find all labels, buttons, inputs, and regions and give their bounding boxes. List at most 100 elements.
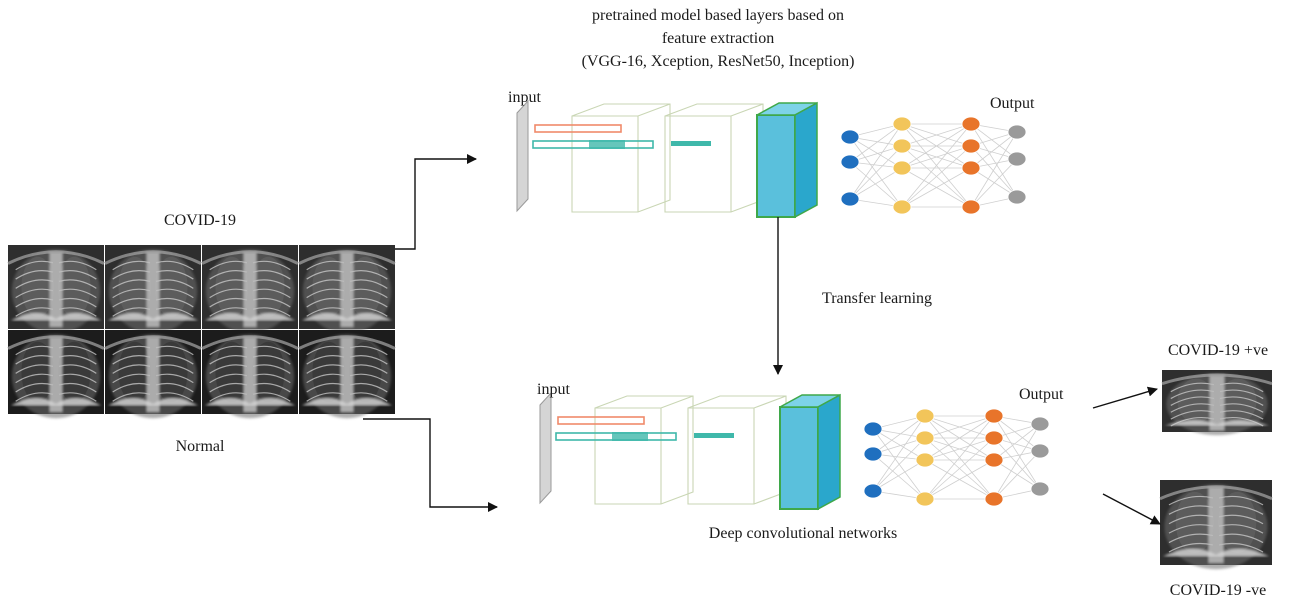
deep-conv-caption: Deep convolutional networks (709, 525, 897, 542)
xray-thumbnail (104, 245, 202, 334)
title-line-2: feature extraction (662, 30, 774, 47)
connection-edge (872, 437, 926, 492)
connection-edge (849, 145, 903, 200)
connection-edge (970, 131, 1018, 169)
connection-edge (872, 459, 926, 492)
negative-xray-image (1159, 480, 1273, 570)
xray-thumbnail (104, 330, 202, 419)
input-layer (516, 99, 529, 213)
connection-edge (970, 145, 1018, 198)
connection-edge (993, 437, 1041, 490)
bottom-input-label: input (537, 381, 570, 398)
network-node (863, 483, 883, 499)
network-node (892, 116, 912, 132)
xray-thumbnail (7, 330, 105, 419)
conv-block (664, 103, 764, 213)
title-line-3: (VGG-16, Xception, ResNet50, Inception) (582, 53, 855, 70)
connection-edge (993, 423, 1041, 500)
network-node (984, 408, 1004, 424)
connection-edge (924, 459, 995, 500)
connection-edge (993, 415, 1041, 452)
filter-patch (671, 141, 711, 146)
filter-strip (534, 124, 622, 133)
filter-patch (589, 140, 625, 149)
connection-edge (872, 428, 926, 461)
connection-edge (901, 123, 972, 208)
connection-edge (970, 131, 1018, 208)
connection-edge (970, 123, 1018, 160)
xray-thumbnail (201, 330, 299, 419)
network-node (984, 452, 1004, 468)
connection-edge (872, 415, 926, 492)
connection-edge (849, 161, 903, 208)
input-layer (539, 391, 552, 505)
connection-edge (849, 123, 903, 163)
conv-block (571, 103, 671, 213)
network-node (984, 491, 1004, 507)
arrow-to-top-network (395, 154, 477, 250)
connection-edge (924, 437, 995, 461)
network-node (892, 199, 912, 215)
conv-block (687, 395, 787, 505)
filter-strip (557, 416, 645, 425)
xray-result (1159, 480, 1273, 570)
feature-block (756, 114, 796, 218)
network-node (1007, 151, 1027, 167)
xray-thumbnail (298, 245, 396, 334)
connection-edge (901, 145, 972, 169)
connection-edge (924, 415, 995, 439)
xray-thumbnail (201, 245, 299, 334)
feature-block-side (817, 393, 841, 511)
connection-edge (901, 167, 972, 208)
network-node (915, 408, 935, 424)
network-node (1007, 124, 1027, 140)
arrow-to-negative (1102, 493, 1161, 525)
connection-edge (901, 123, 972, 169)
network-node (840, 191, 860, 207)
network-node (915, 452, 935, 468)
arrow-to-bottom-network (363, 418, 498, 512)
network-node (840, 154, 860, 170)
connection-edge (970, 158, 1018, 208)
network-node (915, 430, 935, 446)
top-input-label: input (508, 89, 541, 106)
network-node (840, 129, 860, 145)
connection-edge (901, 145, 972, 208)
connection-edge (924, 415, 995, 500)
connection-edge (872, 415, 926, 455)
connection-edge (924, 415, 995, 461)
connection-edge (849, 136, 903, 169)
filter-patch (694, 433, 734, 438)
network-node (961, 138, 981, 154)
xray-result (1161, 370, 1273, 436)
connection-edge (849, 123, 903, 200)
network-node (984, 430, 1004, 446)
connection-edge (993, 415, 1041, 490)
feature-block (779, 406, 819, 510)
network-node (863, 446, 883, 462)
positive-result-label: COVID-19 +ve (1168, 342, 1268, 359)
network-node (892, 138, 912, 154)
connection-edge (993, 423, 1041, 461)
positive-xray-image (1161, 370, 1273, 436)
network-node (1030, 416, 1050, 432)
network-node (863, 421, 883, 437)
pretrained-network (516, 99, 1027, 219)
feature-block-side (794, 101, 818, 219)
xray-thumbnail (7, 245, 105, 334)
connection-edge (849, 167, 903, 200)
network-node (892, 160, 912, 176)
network-node (1030, 481, 1050, 497)
arrow-to-positive (1092, 386, 1158, 409)
top-output-label: Output (990, 95, 1035, 112)
filter-patch (612, 432, 648, 441)
conv-block (594, 395, 694, 505)
connection-edge (901, 123, 972, 147)
connection-edge (872, 453, 926, 500)
transfer-learning-label: Transfer learning (822, 290, 932, 307)
network-node (915, 491, 935, 507)
connection-edge (970, 123, 1018, 198)
network-node (1030, 443, 1050, 459)
